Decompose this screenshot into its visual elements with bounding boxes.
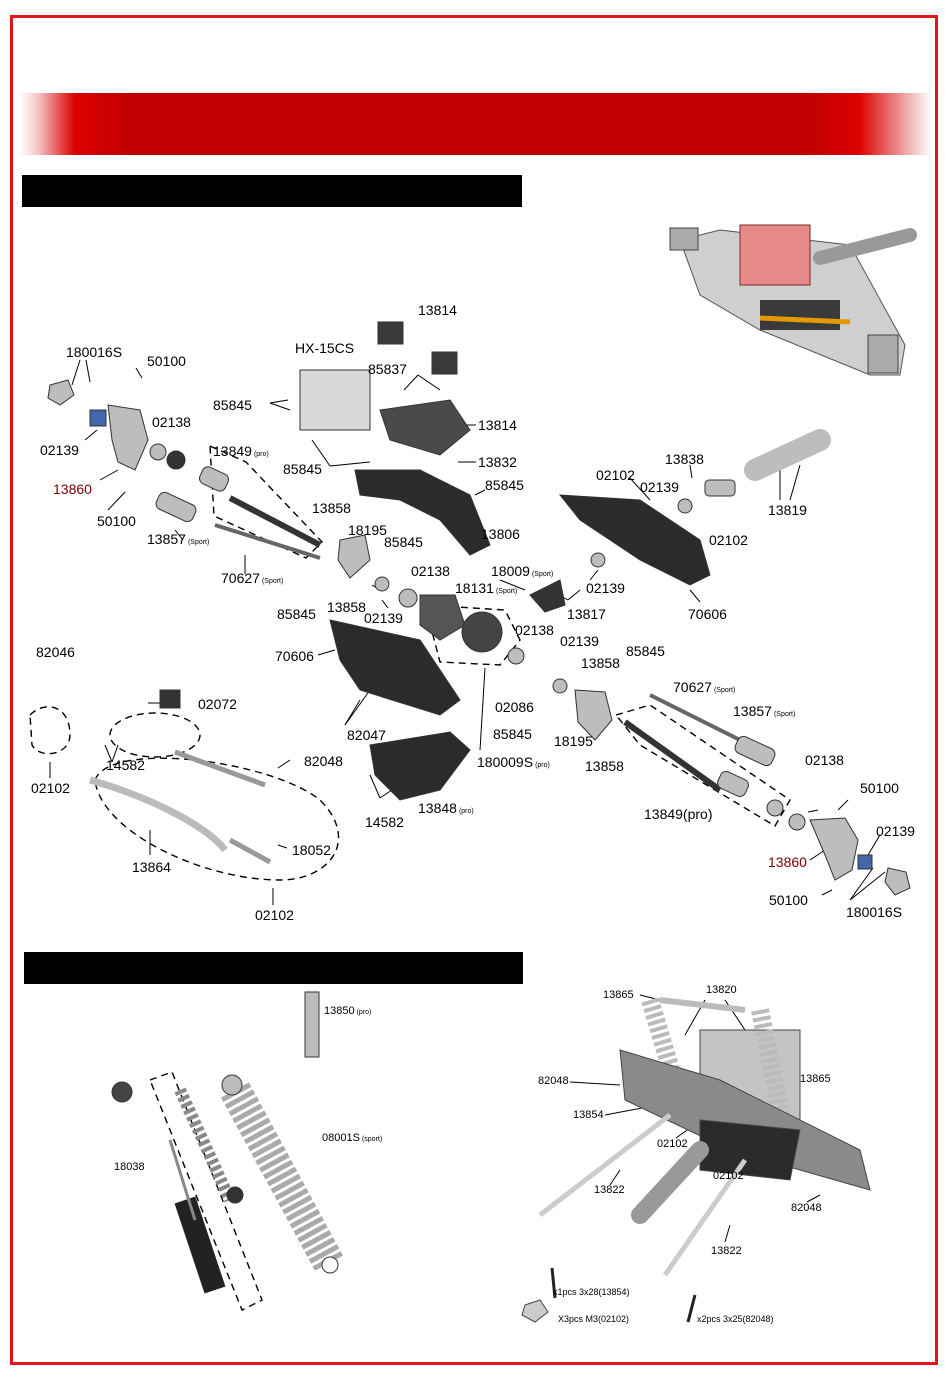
- part-82048-c: 82048: [791, 1202, 822, 1214]
- part-02102-a: 02102: [596, 467, 635, 483]
- part-02102-e: 02102: [657, 1138, 688, 1150]
- part-13854: 13854: [573, 1109, 604, 1121]
- part-13819: 13819: [768, 502, 807, 518]
- part-13849-right: 13849(pro): [644, 806, 713, 822]
- part-13858-c: 13858: [581, 655, 620, 671]
- part-85845-f: 85845: [626, 643, 665, 659]
- page-frame: [10, 15, 938, 1365]
- part-02139-left: 02139: [40, 442, 79, 458]
- part-13860-left: 13860: [53, 481, 92, 497]
- section-bar-axle: [22, 175, 522, 207]
- part-85845-c: 85845: [485, 477, 524, 493]
- part-02139-f: 02139: [876, 823, 915, 839]
- part-13864: 13864: [132, 859, 171, 875]
- part-180016s-right: 180016S: [846, 904, 903, 920]
- part-13858-a: 13858: [312, 500, 351, 516]
- part-13858-d: 13858: [585, 758, 624, 774]
- part-70606-left: 70606: [275, 648, 314, 664]
- part-02139-d: 02139: [364, 610, 403, 626]
- part-02139-c: 02139: [586, 580, 625, 596]
- hardware-note-3: x2pcs 3x25(82048): [697, 1314, 774, 1324]
- part-18131: 18131(Sport): [455, 580, 518, 596]
- part-13832: 13832: [478, 454, 517, 470]
- part-18009: 18009(Sport): [491, 563, 554, 579]
- assembly-thumbnail: [669, 224, 917, 376]
- part-82048-a: 82048: [304, 753, 343, 769]
- part-50100-right-bottom: 50100: [769, 892, 808, 908]
- part-13822-b: 13822: [711, 1245, 742, 1257]
- part-02138-d: 02138: [805, 752, 844, 768]
- part-18195-b: 18195: [554, 733, 593, 749]
- part-02139-b: 02139: [640, 479, 679, 495]
- part-13865-b: 13865: [800, 1073, 831, 1085]
- part-50100-right-top: 50100: [860, 780, 899, 796]
- hardware-note-1: x1pcs 3x28(13854): [553, 1287, 630, 1297]
- part-82047: 82047: [347, 727, 386, 743]
- part-02102-c: 02102: [31, 780, 70, 796]
- part-13838: 13838: [665, 451, 704, 467]
- part-85845-b: 85845: [283, 461, 322, 477]
- section-bar-shocks: [24, 952, 523, 984]
- part-02102-b: 02102: [709, 532, 748, 548]
- part-70606-right: 70606: [688, 606, 727, 622]
- part-14582-a: 14582: [106, 757, 145, 773]
- part-13850: 13850(pro): [324, 1005, 372, 1017]
- part-13857-right: 13857(Sport): [733, 703, 796, 719]
- part-85837: 85837: [368, 361, 407, 377]
- part-hx15cs: HX-15CS: [295, 340, 355, 356]
- hardware-note-2: X3pcs M3(02102): [558, 1314, 630, 1324]
- part-82046: 82046: [36, 644, 75, 660]
- part-50100-left-bottom: 50100: [97, 513, 136, 529]
- part-13814-b: 13814: [478, 417, 517, 433]
- part-13848: 13848(pro): [418, 800, 474, 816]
- part-02138-left: 02138: [152, 414, 191, 430]
- part-02086: 02086: [495, 699, 534, 715]
- part-13849-left: 13849(pro): [213, 443, 269, 459]
- part-02072: 02072: [198, 696, 237, 712]
- part-85845-a: 85845: [213, 397, 252, 413]
- part-13806: 13806: [481, 526, 520, 542]
- part-13817: 13817: [567, 606, 606, 622]
- part-02102-f: 02102: [713, 1170, 744, 1182]
- part-14582-b: 14582: [365, 814, 404, 830]
- part-180009s: 180009S(pro): [477, 754, 550, 770]
- part-13858-b: 13858: [327, 599, 366, 615]
- part-85845-e: 85845: [277, 606, 316, 622]
- part-02138-b: 02138: [411, 563, 450, 579]
- part-13822-a: 13822: [594, 1184, 625, 1196]
- part-13820: 13820: [706, 984, 737, 996]
- part-02138-c: 02138: [515, 622, 554, 638]
- part-50100-left-top: 50100: [147, 353, 186, 369]
- part-02102-d: 02102: [255, 907, 294, 923]
- part-13814-a: 13814: [418, 302, 457, 318]
- part-18052: 18052: [292, 842, 331, 858]
- part-13860-right: 13860: [768, 854, 807, 870]
- part-13857-left: 13857(Sport): [147, 531, 210, 547]
- part-18038: 18038: [114, 1161, 145, 1173]
- header-banner: [20, 93, 932, 155]
- part-82048-b: 82048: [538, 1075, 569, 1087]
- part-180016s-left: 180016S: [66, 344, 123, 360]
- part-08001s: 08001S(sport): [322, 1132, 383, 1144]
- part-85845-g: 85845: [493, 726, 532, 742]
- part-85845-d: 85845: [384, 534, 423, 550]
- part-18195-a: 18195: [348, 522, 387, 538]
- part-02139-e: 02139: [560, 633, 599, 649]
- part-13865-a: 13865: [603, 989, 634, 1001]
- part-70627-left: 70627(Sport): [221, 570, 284, 586]
- part-70627-right: 70627(Sport): [673, 679, 736, 695]
